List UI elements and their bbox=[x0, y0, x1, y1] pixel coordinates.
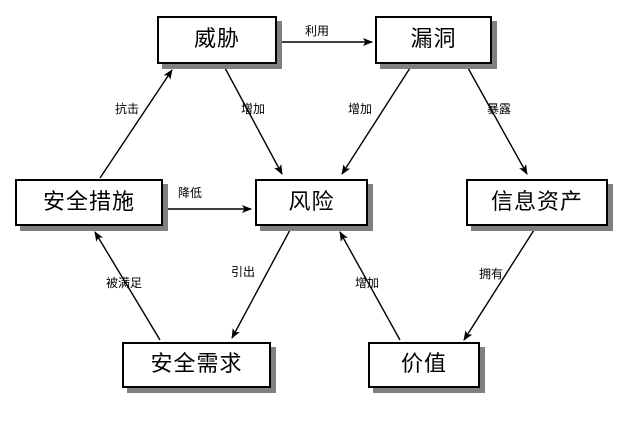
edge-label-expose: 暴露 bbox=[487, 102, 512, 116]
node-threat-label: 威胁 bbox=[193, 27, 240, 52]
node-safeguard-label: 安全措施 bbox=[42, 189, 135, 215]
node-value-label: 价值 bbox=[400, 352, 447, 377]
edge-label-own: 拥有 bbox=[479, 267, 504, 281]
node-asset-label: 信息资产 bbox=[490, 189, 583, 215]
edge-value-risk bbox=[339, 231, 401, 341]
node-vulnerability-label: 漏洞 bbox=[410, 27, 457, 52]
edge-requirement-safeguard bbox=[94, 231, 161, 341]
node-requirement-label: 安全需求 bbox=[150, 352, 243, 377]
edge-risk-requirement bbox=[231, 229, 291, 339]
edge-label-reduce: 降低 bbox=[178, 186, 203, 200]
node-requirement[interactable]: 安全需求 bbox=[122, 342, 271, 388]
node-value[interactable]: 价值 bbox=[368, 342, 480, 388]
node-vulnerability[interactable]: 漏洞 bbox=[375, 16, 492, 64]
node-asset[interactable]: 信息资产 bbox=[466, 179, 608, 226]
node-risk[interactable]: 风险 bbox=[255, 179, 368, 226]
edge-label-exploit: 利用 bbox=[305, 24, 330, 38]
edge-threat-risk bbox=[224, 67, 283, 175]
edge-safeguard-threat bbox=[99, 69, 173, 179]
node-risk-label: 风险 bbox=[288, 189, 335, 215]
edge-vulnerability-risk bbox=[341, 67, 411, 175]
edge-label-counter: 抗击 bbox=[115, 102, 140, 116]
edge-asset-value bbox=[463, 229, 535, 341]
edge-label-increase-value-risk: 增加 bbox=[355, 276, 380, 290]
edge-vulnerability-asset bbox=[467, 67, 528, 175]
node-safeguard[interactable]: 安全措施 bbox=[15, 179, 163, 226]
edge-label-satisfied: 被满足 bbox=[106, 276, 143, 290]
node-threat[interactable]: 威胁 bbox=[157, 16, 277, 64]
edge-label-derive: 引出 bbox=[231, 265, 256, 279]
edge-label-increase-threat-risk: 增加 bbox=[241, 102, 266, 116]
edge-label-increase-vuln-risk: 增加 bbox=[348, 102, 373, 116]
